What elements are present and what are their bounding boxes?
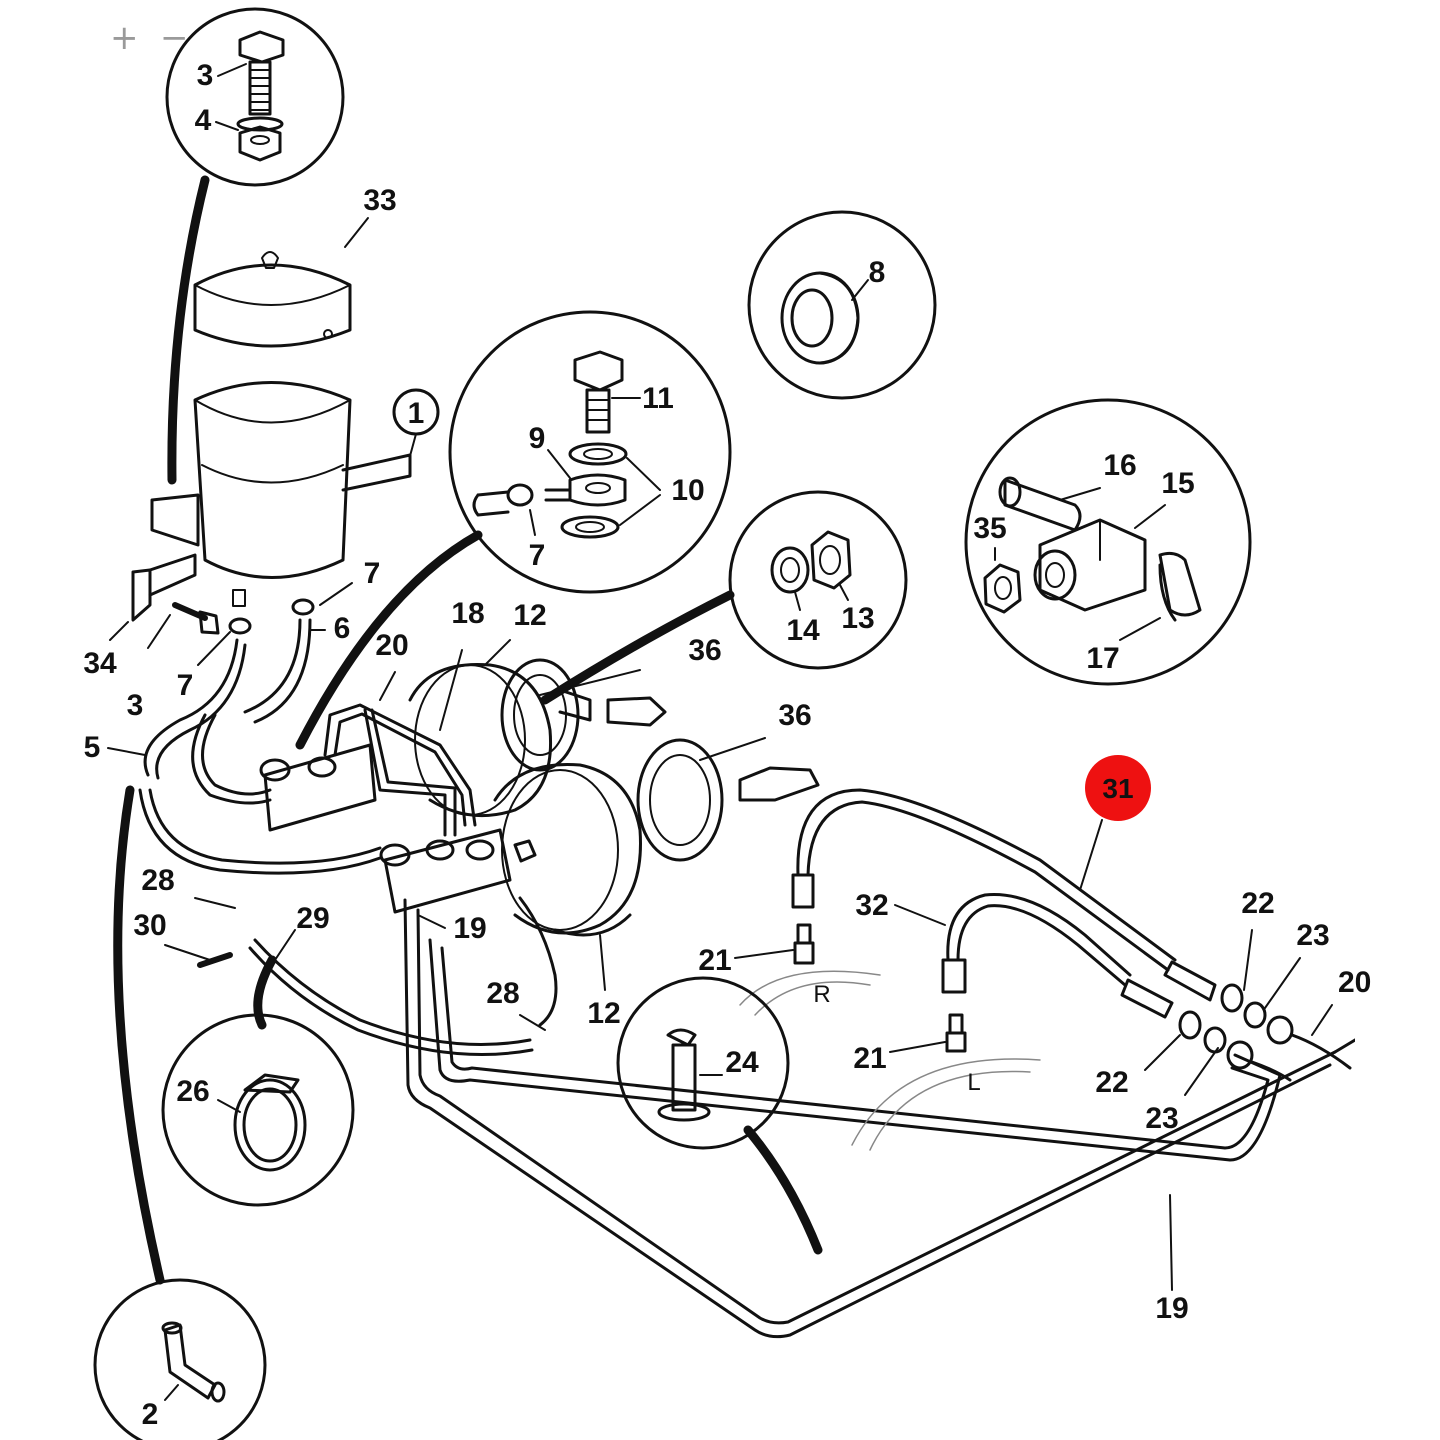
hose-fittings	[1144, 929, 1352, 1096]
part-label-22-upper: 22	[1241, 887, 1274, 920]
part-label-7-hose: 7	[177, 669, 194, 702]
part-label-4: 4	[195, 104, 212, 137]
reservoir-assembly	[109, 217, 440, 666]
part-label-11: 11	[642, 382, 674, 415]
bleed-screws	[734, 923, 967, 1053]
highlighted-part-31[interactable]: 31	[1085, 755, 1151, 821]
part-label-35: 35	[973, 512, 1006, 545]
side-label-right: R	[813, 981, 830, 1008]
part-label-7-detail: 7	[529, 539, 546, 572]
master-cylinder	[259, 743, 537, 914]
part-label-23-upper: 23	[1296, 919, 1329, 952]
part-label-36-lower: 36	[778, 699, 811, 732]
part-label-23-lower: 23	[1145, 1102, 1178, 1135]
part-label-19-pipe: 19	[1155, 1292, 1188, 1325]
part-label-26: 26	[176, 1075, 209, 1108]
part-label-20-servo: 20	[375, 629, 408, 662]
part-label-28-lower: 28	[486, 977, 519, 1010]
part-label-20-pipe: 20	[1338, 966, 1371, 999]
part-label-19-servo: 19	[453, 912, 486, 945]
part-label-30: 30	[133, 909, 166, 942]
servo-pipework	[164, 649, 558, 1056]
zoom-out-button[interactable]: −	[160, 18, 189, 58]
detail-leaders	[113, 175, 823, 1285]
detail-circle-bolt	[165, 7, 345, 187]
part-label-14: 14	[786, 614, 820, 647]
part-label-33: 33	[363, 184, 396, 217]
zoom-in-button[interactable]: +	[110, 18, 139, 58]
part-label-28-upper: 28	[141, 864, 174, 897]
part-label-3: 3	[197, 59, 214, 92]
part-label-21-left: 21	[853, 1042, 886, 1075]
highlight-marker[interactable]	[1085, 755, 1151, 821]
part-label-2: 2	[142, 1398, 159, 1431]
part-label-13: 13	[841, 602, 874, 635]
brake-servo-upper	[408, 639, 667, 818]
part-label-24: 24	[725, 1046, 759, 1079]
part-label-16: 16	[1103, 449, 1136, 482]
part-labels: 3 4 33 1 8 11 9 10 7 16 15 35 17 14 13 7…	[83, 59, 1371, 1431]
part-label-5: 5	[84, 731, 101, 764]
part-label-29: 29	[296, 902, 329, 935]
part-label-21-right: 21	[698, 944, 731, 977]
brake-pipe-19	[403, 898, 1355, 1339]
part-label-34: 34	[83, 647, 117, 680]
detail-circle-clevis	[964, 398, 1252, 686]
part-label-22-lower: 22	[1095, 1066, 1128, 1099]
part-label-8: 8	[869, 256, 886, 289]
part-label-12-lower: 12	[587, 997, 620, 1030]
brake-servo-lower	[493, 737, 820, 991]
detail-circle-banjo-bolt	[448, 310, 732, 594]
part-label-18: 18	[451, 597, 484, 630]
part-label-7-reservoir: 7	[364, 557, 381, 590]
flexible-hose-32	[894, 893, 1174, 1019]
part-label-9: 9	[529, 422, 546, 455]
detail-circle-washer-nut	[728, 490, 908, 670]
reservoir-hoses	[107, 618, 382, 875]
flexible-hose-31	[791, 788, 1217, 1002]
part-label-36-upper: 36	[688, 634, 721, 667]
part-label-3-bolt: 3	[127, 689, 144, 722]
detail-circle-connector	[616, 976, 790, 1150]
side-label-left: L	[967, 1069, 980, 1096]
part-label-15: 15	[1161, 467, 1194, 500]
detail-circle-elbow	[93, 1278, 267, 1440]
part-label-1: 1	[408, 397, 425, 430]
part-label-6: 6	[334, 612, 351, 645]
part-label-32: 32	[855, 889, 888, 922]
detail-circle-grommet	[747, 210, 937, 400]
detail-circle-clamp	[161, 1013, 355, 1207]
part-label-31[interactable]: 31	[1102, 773, 1133, 804]
part-label-12-upper: 12	[513, 599, 546, 632]
part-label-17: 17	[1086, 642, 1119, 675]
part-label-10: 10	[671, 474, 704, 507]
